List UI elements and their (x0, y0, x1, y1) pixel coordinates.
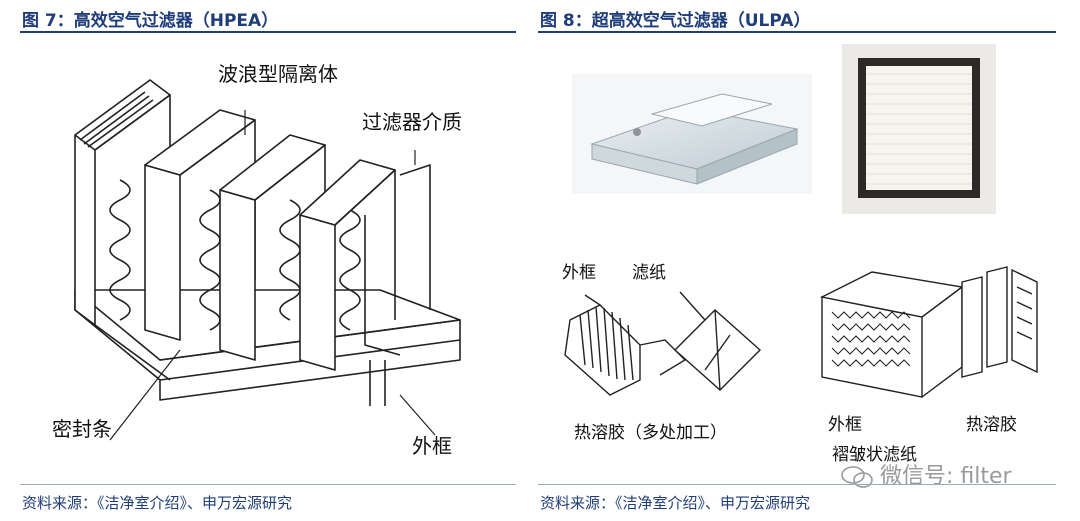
source-rule-left (20, 484, 516, 485)
watermark-text: 微信号: filter (880, 464, 1012, 489)
title-rule-right (538, 31, 1056, 33)
label-filter-paper: 滤纸 (632, 263, 666, 283)
label-seal-strip: 密封条 (52, 417, 112, 441)
label-outer-frame-1: 外框 (562, 263, 596, 283)
label-hot-melt-multi: 热溶胶（多处加工） (574, 423, 727, 443)
label-filter-media: 过滤器介质 (362, 110, 462, 134)
figure-8-title: 图 8：超高效空气过滤器（ULPA） (540, 11, 811, 31)
wechat-watermark: 微信号: filter (840, 458, 1012, 490)
ulpa-left-diagram (564, 291, 762, 396)
label-hot-melt: 热溶胶 (966, 415, 1017, 435)
ulpa-right-diagram (819, 266, 1038, 398)
source-note-right: 资料来源：《洁净室介绍》、申万宏源研究 (540, 494, 811, 512)
label-outer-frame-2: 外框 (828, 415, 862, 435)
label-wave-separator: 波浪型隔离体 (218, 62, 338, 86)
label-outer-frame-left: 外框 (412, 434, 452, 458)
source-note-left: 资料来源：《洁净室介绍》、申万宏源研究 (22, 494, 293, 512)
title-rule-left (20, 31, 516, 33)
label-pleated-paper: 褶皱状滤纸 (832, 445, 917, 465)
ffu-unit-photo (572, 74, 812, 194)
hepa-filter-diagram (74, 79, 461, 441)
source-rule-right (538, 484, 1056, 485)
figure-7-title: 图 7：高效空气过滤器（HPEA） (22, 11, 279, 31)
wechat-icon (840, 465, 874, 489)
ulpa-panel-photo (842, 44, 996, 214)
